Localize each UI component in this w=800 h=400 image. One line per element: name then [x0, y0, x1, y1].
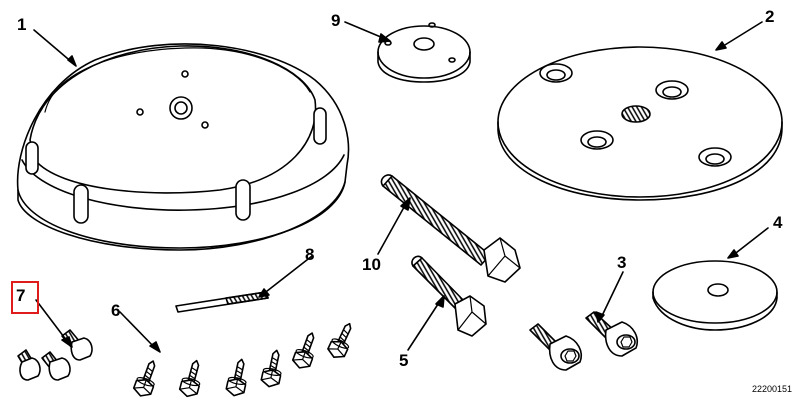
part-10-long-bolt — [380, 174, 521, 283]
callout-1: 1 — [17, 15, 27, 34]
callout-10: 10 — [362, 255, 381, 274]
part-9-small-plate — [377, 22, 471, 83]
callout-5: 5 — [399, 351, 409, 370]
part-1-housing — [16, 43, 350, 251]
callout-8: 8 — [305, 245, 315, 264]
callout-9: 9 — [331, 11, 341, 30]
callout-7-highlight-box — [11, 281, 39, 314]
part-3-socket-screws — [529, 311, 638, 371]
leader-lines — [33, 21, 769, 353]
part-8-pin — [175, 291, 269, 313]
callout-7: 7 — [16, 286, 26, 305]
figure-number: 22200151 — [751, 384, 792, 394]
callout-2: 2 — [765, 7, 775, 26]
part-6-lag-screws — [131, 319, 359, 400]
callout-6: 6 — [111, 301, 121, 320]
callout-3: 3 — [617, 253, 627, 272]
callout-4: 4 — [773, 213, 783, 232]
part-5-medium-bolt — [411, 255, 487, 337]
part-7-small-screws — [17, 329, 93, 381]
part-2-adapter-plate — [497, 46, 783, 201]
part-4-washer — [652, 260, 778, 331]
